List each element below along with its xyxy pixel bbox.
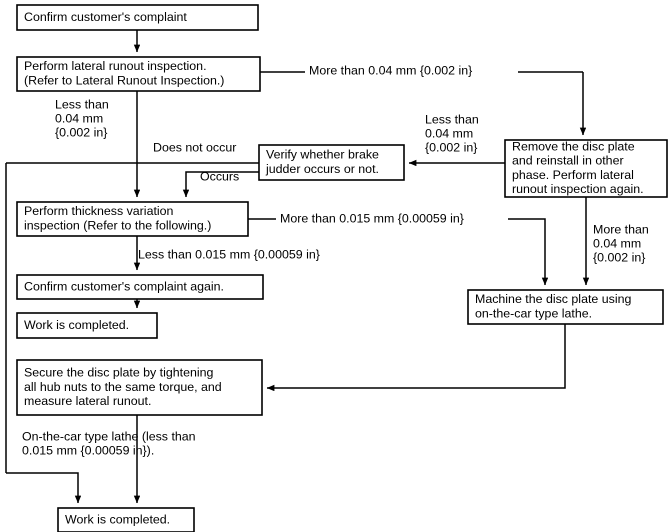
connector-more0015-to-machine (508, 218, 549, 286)
edge-label-text-more-than-0015: More than 0.015 mm {0.00059 in} (280, 211, 464, 225)
edge-label-more-than-004-top: More than 0.04 mm {0.002 in} (309, 63, 472, 77)
edge-label-occurs: Occurs (200, 169, 239, 183)
node-label-machine-disc-plate: Machine the disc plate using (475, 292, 631, 306)
edge-label-text-less-than-004-right: {0.002 in} (425, 141, 477, 155)
node-box-work-completed-upper (16, 312, 158, 339)
node-box-remove-disc-plate (504, 139, 668, 198)
node-label-remove-disc-plate: Remove the disc plate (512, 139, 635, 153)
edge-label-text-less-than-0015: Less than 0.015 mm {0.00059 in} (138, 247, 320, 261)
node-lateral-runout-inspection: Perform lateral runout inspection.(Refer… (16, 56, 261, 92)
node-box-lateral-runout-inspection (16, 56, 261, 92)
node-label-lateral-runout-inspection: (Refer to Lateral Runout Inspection.) (24, 73, 224, 87)
node-label-work-completed-upper: Work is completed. (24, 318, 129, 332)
connector-verify-occurs (182, 171, 259, 198)
connector-left-rail-to-bottom (6, 472, 82, 504)
node-label-lateral-runout-inspection: Perform lateral runout inspection. (24, 59, 207, 73)
node-box-machine-disc-plate (467, 289, 664, 325)
edge-label-text-more-than-004-top: More than 0.04 mm {0.002 in} (309, 63, 472, 77)
edge-label-text-occurs: Occurs (200, 169, 239, 183)
node-label-thickness-variation-inspection: Perform thickness variation (24, 204, 174, 218)
edge-label-does-not-occur: Does not occur (153, 140, 236, 154)
node-label-verify-brake-judder: judder occurs or not. (265, 162, 379, 176)
edge-label-text-less-than-004-left: 0.04 mm (55, 111, 103, 125)
connector-machine-to-secure (266, 324, 566, 392)
node-label-thickness-variation-inspection: inspection (Refer to the following.) (24, 218, 211, 232)
edge-label-text-on-the-car-type-lathe: 0.015 mm {0.00059 in}). (22, 443, 154, 457)
node-box-confirm-complaint-again (16, 274, 264, 300)
edge-label-text-less-than-004-right: 0.04 mm (425, 126, 473, 140)
node-box-confirm-complaint (16, 4, 259, 31)
node-label-machine-disc-plate: on-the-car type lathe. (475, 306, 592, 320)
edge-label-less-than-0015: Less than 0.015 mm {0.00059 in} (138, 247, 320, 261)
node-box-thickness-variation-inspection (16, 201, 249, 237)
node-confirm-complaint-again: Confirm customer's complaint again. (16, 274, 264, 300)
node-box-verify-brake-judder (258, 144, 405, 181)
node-label-verify-brake-judder: Verify whether brake (266, 148, 379, 162)
node-label-remove-disc-plate: and reinstall in other (512, 154, 624, 168)
node-work-completed-lower: Work is completed. (57, 507, 195, 532)
node-label-secure-disc-plate: all hub nuts to the same torque, and (24, 380, 222, 394)
edge-label-text-does-not-occur: Does not occur (153, 140, 236, 154)
node-label-remove-disc-plate: runout inspection again. (512, 182, 644, 196)
node-box-secure-disc-plate (16, 359, 263, 416)
node-label-secure-disc-plate: measure lateral runout. (24, 394, 151, 408)
connectors-layer (5, 30, 590, 504)
edge-label-more-than-0015: More than 0.015 mm {0.00059 in} (280, 211, 464, 225)
node-box-work-completed-lower (57, 507, 195, 532)
edge-label-text-less-than-004-left: Less than (55, 97, 109, 111)
edge-labels-layer: More than 0.04 mm {0.002 in}Less than0.0… (22, 63, 649, 457)
edge-label-text-more-than-004-right-lower: 0.04 mm (593, 236, 641, 250)
node-label-confirm-complaint: Confirm customer's complaint (24, 10, 187, 24)
edge-label-text-less-than-004-left: {0.002 in} (55, 126, 107, 140)
edge-label-text-on-the-car-type-lathe: On-the-car type lathe (less than (22, 429, 196, 443)
edge-label-text-less-than-004-right: Less than (425, 112, 479, 126)
node-label-remove-disc-plate: phase. Perform lateral (512, 168, 634, 182)
edge-label-text-more-than-004-right-lower: {0.002 in} (593, 251, 645, 265)
node-label-work-completed-lower: Work is completed. (65, 512, 170, 526)
node-confirm-complaint: Confirm customer's complaint (16, 4, 259, 31)
node-label-secure-disc-plate: Secure the disc plate by tightening (24, 366, 214, 380)
node-label-confirm-complaint-again: Confirm customer's complaint again. (24, 279, 224, 293)
edge-label-text-more-than-004-right-lower: More than (593, 222, 649, 236)
node-work-completed-upper: Work is completed. (16, 312, 158, 339)
